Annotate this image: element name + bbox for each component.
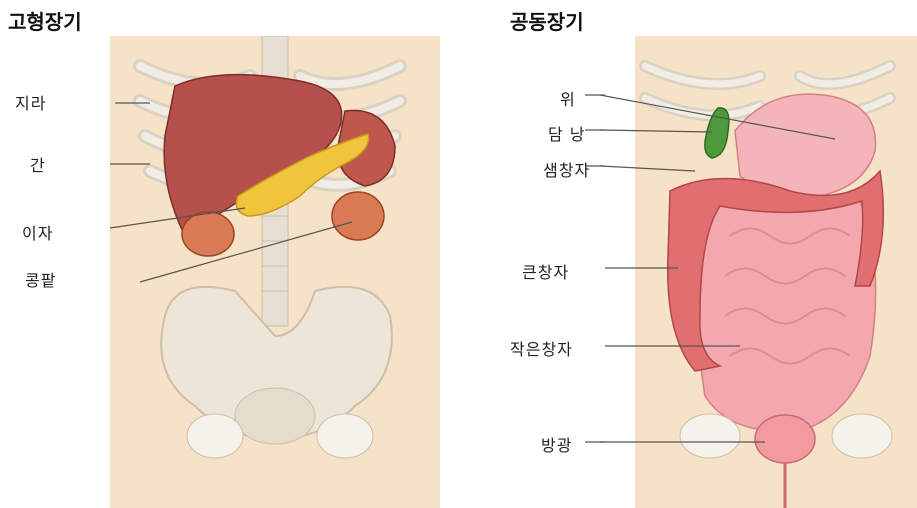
right-kidney [332,192,384,240]
bladder [755,415,815,463]
label-small-intestine: 작은창자 [510,336,573,360]
hollow-organs-illustration [600,36,917,508]
label-bladder: 방광 [541,432,572,456]
leader-bridge [585,36,605,508]
small-intestine [696,194,876,432]
label-large-intestine: 큰창자 [522,259,569,283]
label-spleen: 지라 [15,90,46,114]
hollow-organs-title: 공동장기 [510,6,584,35]
solid-organs-illustration [0,36,462,508]
label-pancreas: 이자 [22,220,53,244]
label-liver: 간 [30,152,46,176]
label-duodenum: 샘창자 [543,157,590,181]
label-kidney: 콩팥 [25,267,56,291]
solid-organs-title: 고형장기 [8,6,82,35]
left-kidney [182,212,234,256]
label-stomach: 위 [560,86,576,110]
label-gallbladder: 담 낭 [548,121,586,145]
